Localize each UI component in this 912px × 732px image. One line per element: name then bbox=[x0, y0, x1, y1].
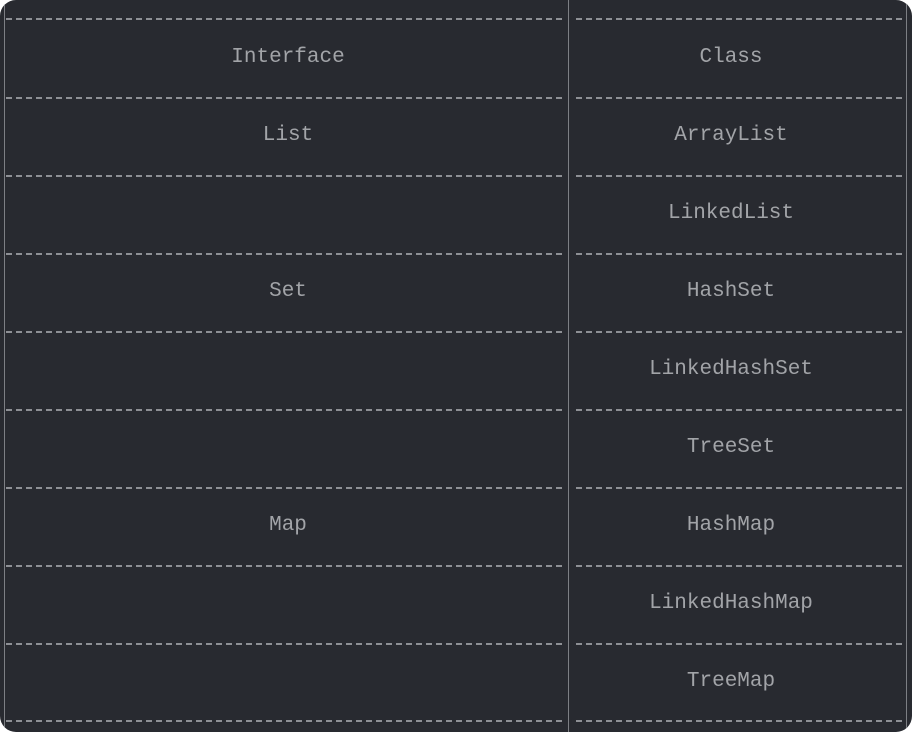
table-row: LinkedHashMap bbox=[0, 565, 912, 643]
table-bottom-border bbox=[576, 720, 902, 722]
class-cell: LinkedList bbox=[667, 202, 795, 225]
table-column-divider bbox=[568, 0, 569, 732]
class-cell: TreeSet bbox=[686, 436, 776, 459]
interface-cell: Map bbox=[269, 514, 307, 537]
table-left-border bbox=[4, 0, 5, 732]
row-separator bbox=[6, 643, 562, 645]
row-separator bbox=[576, 253, 902, 255]
row-separator bbox=[6, 409, 562, 411]
row-separator bbox=[6, 331, 562, 333]
row-separator bbox=[576, 97, 902, 99]
row-separator bbox=[576, 565, 902, 567]
table-row: Map HashMap bbox=[0, 487, 912, 565]
table-row: TreeMap bbox=[0, 643, 912, 721]
row-separator bbox=[576, 487, 902, 489]
row-separator bbox=[576, 643, 902, 645]
class-cell: HashSet bbox=[686, 280, 776, 303]
class-cell: HashMap bbox=[686, 514, 776, 537]
table-bottom-border bbox=[6, 720, 562, 722]
table-row: List ArrayList bbox=[0, 97, 912, 175]
interface-cell bbox=[8, 565, 568, 643]
table-top-border bbox=[576, 18, 902, 20]
table-header-row: Interface Class bbox=[0, 19, 912, 97]
row-separator bbox=[6, 565, 562, 567]
row-separator bbox=[6, 253, 562, 255]
row-separator bbox=[576, 409, 902, 411]
header-interface: Interface bbox=[231, 46, 345, 69]
row-separator bbox=[576, 331, 902, 333]
interface-cell: Set bbox=[269, 280, 307, 303]
table-right-border bbox=[906, 0, 907, 732]
table-row: LinkedHashSet bbox=[0, 331, 912, 409]
interface-cell bbox=[8, 331, 568, 409]
class-cell: TreeMap bbox=[686, 670, 776, 693]
table-row: TreeSet bbox=[0, 409, 912, 487]
row-separator bbox=[6, 487, 562, 489]
class-cell: LinkedHashSet bbox=[649, 358, 813, 381]
table-row: LinkedList bbox=[0, 175, 912, 253]
row-separator bbox=[576, 175, 902, 177]
class-cell: ArrayList bbox=[674, 124, 788, 147]
interface-cell: List bbox=[262, 124, 314, 147]
row-separator bbox=[6, 175, 562, 177]
row-separator bbox=[6, 97, 562, 99]
table-top-border bbox=[6, 18, 562, 20]
interface-cell bbox=[8, 643, 568, 721]
class-cell: LinkedHashMap bbox=[649, 592, 813, 615]
header-class: Class bbox=[699, 46, 763, 69]
table-row: Set HashSet bbox=[0, 253, 912, 331]
interface-cell bbox=[8, 175, 568, 253]
interface-cell bbox=[8, 409, 568, 487]
